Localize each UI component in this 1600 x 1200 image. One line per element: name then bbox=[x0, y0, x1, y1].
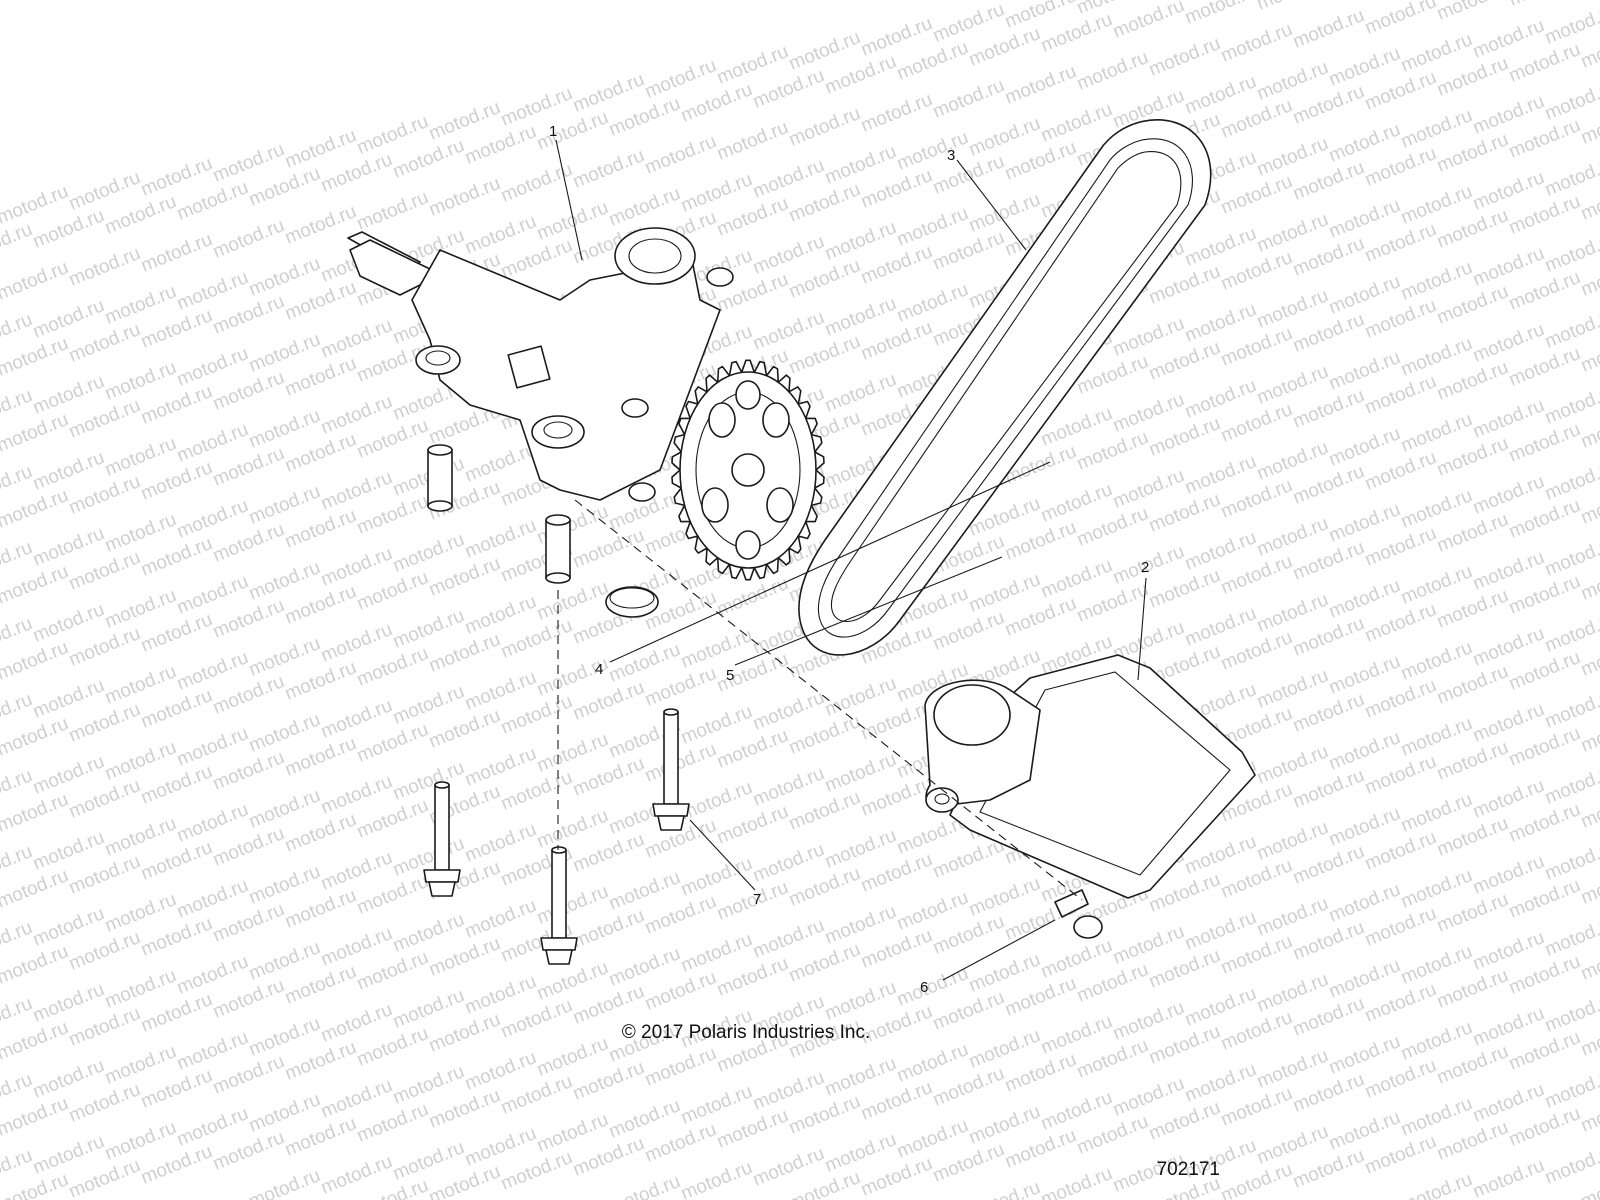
watermark-text: motod.ru bbox=[210, 215, 287, 263]
watermark-text: motod.ru bbox=[1506, 0, 1583, 11]
drive-belt bbox=[798, 119, 1212, 656]
watermark-text: motod.ru bbox=[0, 409, 71, 457]
watermark-text: motod.ru bbox=[1362, 0, 1439, 39]
watermark-text: motod.ru bbox=[1254, 0, 1331, 15]
bolt-right bbox=[652, 708, 690, 831]
watermark-text: motod.ru bbox=[570, 145, 647, 193]
callout-labels: 1 2 3 4 5 6 7 bbox=[549, 123, 1149, 996]
watermark-text: motod.ru bbox=[858, 89, 935, 137]
watermark-text: motod.ru bbox=[0, 713, 71, 761]
callout-7: 7 bbox=[753, 891, 761, 908]
watermark-text: motod.ru bbox=[786, 103, 863, 151]
watermark-text: motod.ru bbox=[1074, 47, 1151, 95]
watermark-text: motod.ru bbox=[714, 117, 791, 165]
watermark-text: motod.ru bbox=[0, 637, 71, 685]
o-ring bbox=[605, 586, 659, 618]
watermark-text: motod.ru bbox=[426, 173, 503, 221]
watermark-text: motod.ru bbox=[606, 1171, 683, 1200]
watermark-text: motod.ru bbox=[1470, 1155, 1547, 1200]
watermark-text: motod.ru bbox=[138, 229, 215, 277]
watermark-text: motod.ru bbox=[498, 159, 575, 207]
dowel-pin-right bbox=[545, 514, 571, 584]
watermark-text: motod.ru bbox=[0, 561, 71, 609]
callout-6: 6 bbox=[920, 979, 928, 996]
watermark-text: motod.ru bbox=[0, 941, 71, 989]
watermark-text: motod.ru bbox=[1110, 0, 1187, 43]
watermark-text: motod.ru bbox=[246, 1165, 323, 1200]
callout-2: 2 bbox=[1141, 559, 1149, 576]
watermark-text: motod.ru bbox=[282, 201, 359, 249]
watermark-text: motod.ru bbox=[0, 333, 71, 381]
leader-lines bbox=[555, 139, 1147, 981]
watermark-text: motod.ru bbox=[0, 1093, 71, 1141]
watermark-text: motod.ru bbox=[1218, 19, 1295, 67]
watermark-text: motod.ru bbox=[1398, 1169, 1475, 1200]
copyright-notice: © 2017 Polaris Industries Inc. bbox=[0, 1022, 1600, 1044]
callout-5: 5 bbox=[726, 667, 734, 684]
watermark-text: motod.ru bbox=[642, 131, 719, 179]
watermark-text: motod.ru bbox=[1434, 0, 1511, 25]
bolt-left bbox=[423, 781, 461, 897]
watermark-text: motod.ru bbox=[1290, 5, 1367, 53]
callout-1: 1 bbox=[549, 123, 557, 140]
copyright-text: © 2017 Polaris Industries Inc. bbox=[621, 1022, 871, 1043]
dowel-pin-left bbox=[427, 444, 453, 512]
watermark-text: motod.ru bbox=[1002, 61, 1079, 109]
watermark-text: motod.ru bbox=[1038, 1163, 1115, 1200]
screen-bolt bbox=[1054, 889, 1103, 939]
watermark-text: motod.ru bbox=[0, 789, 71, 837]
watermark-text: motod.ru bbox=[0, 257, 71, 305]
watermark-text: motod.ru bbox=[354, 187, 431, 235]
watermark-text: motod.ru bbox=[1146, 33, 1223, 81]
alignment-lines bbox=[557, 499, 1083, 901]
watermark-text: motod.ru bbox=[0, 865, 71, 913]
watermark-text: motod.ru bbox=[0, 485, 71, 533]
bolt-center bbox=[540, 846, 578, 965]
callout-3: 3 bbox=[947, 147, 955, 164]
watermark-text: motod.ru bbox=[66, 243, 143, 291]
watermark-text: motod.ru bbox=[1326, 0, 1403, 1]
watermark-text: motod.ru bbox=[1182, 0, 1259, 29]
pump-sprocket bbox=[671, 359, 825, 581]
watermark-text: motod.ru bbox=[1542, 1141, 1600, 1189]
oil-pump-assembly bbox=[347, 227, 734, 502]
callout-4: 4 bbox=[595, 661, 603, 678]
oil-pickup-screen bbox=[924, 654, 1256, 899]
watermark-text: motod.ru bbox=[966, 1177, 1043, 1200]
watermark-text: motod.ru bbox=[930, 75, 1007, 123]
figure-number: 702171 bbox=[1156, 1159, 1220, 1180]
watermark-text: motod.ru bbox=[678, 1157, 755, 1200]
